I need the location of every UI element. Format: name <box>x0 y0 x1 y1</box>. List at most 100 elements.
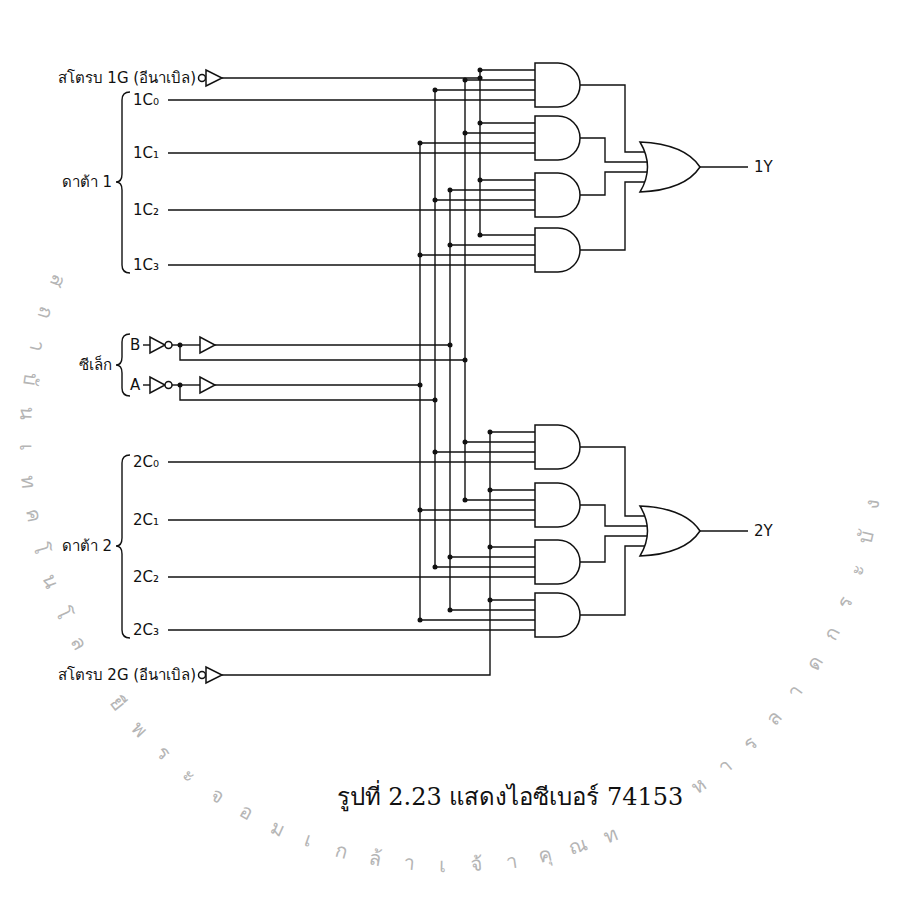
watermark-glyph: น <box>17 406 38 421</box>
junction-dot <box>418 508 423 513</box>
watermark-glyph: ณ <box>566 834 590 859</box>
buffer-symbol <box>200 337 215 353</box>
wire <box>168 519 535 520</box>
pin-label: 2C₀ <box>133 453 159 471</box>
junction-dot <box>463 131 468 136</box>
output-label: 1Y <box>754 158 773 176</box>
junction-dot <box>478 68 483 73</box>
watermark-glyph: ค <box>23 507 45 523</box>
wire <box>465 499 535 500</box>
watermark-glyph: า <box>27 338 49 353</box>
junction-dot <box>463 358 468 363</box>
watermark-glyph: ด <box>802 652 826 674</box>
logic-gate <box>150 63 700 683</box>
wire <box>172 384 200 385</box>
strobe-label: สโตรบ 1G (อีนาเบิล) <box>58 69 196 87</box>
and-gate <box>535 593 580 637</box>
junction-dot <box>488 430 493 435</box>
group-label: ซีเล็ก <box>79 356 112 374</box>
signal-name: B <box>130 336 140 354</box>
junction-dot <box>478 233 483 238</box>
inverter-bubble <box>199 75 206 82</box>
wire <box>580 505 647 526</box>
wire <box>450 189 535 190</box>
watermark-glyph: า <box>504 850 518 871</box>
wire <box>480 179 535 180</box>
brace <box>116 334 130 396</box>
wire <box>580 182 645 250</box>
watermark-glyph: ล้ <box>368 847 383 869</box>
wire <box>168 264 535 265</box>
watermark-glyph: เ <box>17 444 37 451</box>
junction-dot <box>488 598 493 603</box>
watermark-glyph: ม <box>268 816 288 840</box>
wire <box>480 122 535 123</box>
or-gate <box>640 506 700 556</box>
wire <box>580 536 647 562</box>
junction-dot <box>448 343 453 348</box>
watermark-glyph: ร <box>739 732 761 754</box>
watermark-glyph: ะ <box>180 764 201 787</box>
pin-label: 2C₁ <box>133 511 159 529</box>
watermark-glyph: บั <box>855 528 877 545</box>
junction-dot <box>463 498 468 503</box>
watermark-glyph: า <box>784 681 807 702</box>
junction-dot <box>448 243 453 248</box>
wire <box>215 344 450 345</box>
buffer-symbol <box>200 377 215 393</box>
inverter-symbol <box>150 337 165 353</box>
wire <box>420 509 535 510</box>
junction-dot <box>463 78 468 83</box>
watermark-glyph: ยี <box>106 692 129 714</box>
wire <box>490 431 535 432</box>
wire <box>480 234 535 235</box>
junction-dot <box>448 608 453 613</box>
watermark-glyph: เ <box>439 855 446 875</box>
junction-dot <box>478 76 483 81</box>
or-gate <box>640 142 700 192</box>
watermark-glyph: ะ <box>845 562 867 579</box>
wire <box>143 384 150 385</box>
junction-dot <box>463 440 468 445</box>
inverter-bubble <box>165 342 172 349</box>
watermark-glyph: จ้ <box>471 854 484 875</box>
wire <box>450 609 535 610</box>
wire <box>449 190 450 610</box>
watermark-glyph: ง <box>862 497 883 510</box>
watermark-glyph: อ <box>237 801 257 824</box>
wire <box>215 384 420 385</box>
watermark-glyph: ร <box>834 593 857 611</box>
watermark-glyph: พ <box>128 717 152 740</box>
inverter-bubble <box>165 382 172 389</box>
wire <box>222 77 480 78</box>
watermark-glyph: ก <box>819 623 842 643</box>
watermark-glyph: ถ <box>35 304 58 321</box>
wire <box>450 556 535 557</box>
watermark-glyph: ส <box>46 271 69 290</box>
wire <box>168 99 535 100</box>
figure-caption: รูปที่ 2.23 แสดงไอซีเบอร์ 74153 <box>337 783 684 812</box>
junction-dot <box>448 555 453 560</box>
junction-dot <box>418 141 423 146</box>
junction-dot <box>178 383 183 388</box>
group-label: ดาต้า 1 <box>62 173 112 191</box>
junction-dot <box>488 488 493 493</box>
junction-dot <box>478 121 483 126</box>
junction-dot <box>478 178 483 183</box>
pin-label: 1C₁ <box>133 144 159 162</box>
wire <box>420 142 535 143</box>
junction-dot <box>178 343 183 348</box>
junction-dot <box>448 188 453 193</box>
and-gate <box>535 425 580 469</box>
watermark-glyph: ก <box>334 839 351 861</box>
wire <box>116 70 748 675</box>
wire <box>580 138 647 162</box>
junction-dot <box>418 383 423 388</box>
wire <box>143 344 150 345</box>
junction-dot <box>433 198 438 203</box>
wire <box>168 576 535 577</box>
wire <box>465 132 535 133</box>
watermark-glyph: ท <box>18 474 39 489</box>
junction-dot <box>433 565 438 570</box>
